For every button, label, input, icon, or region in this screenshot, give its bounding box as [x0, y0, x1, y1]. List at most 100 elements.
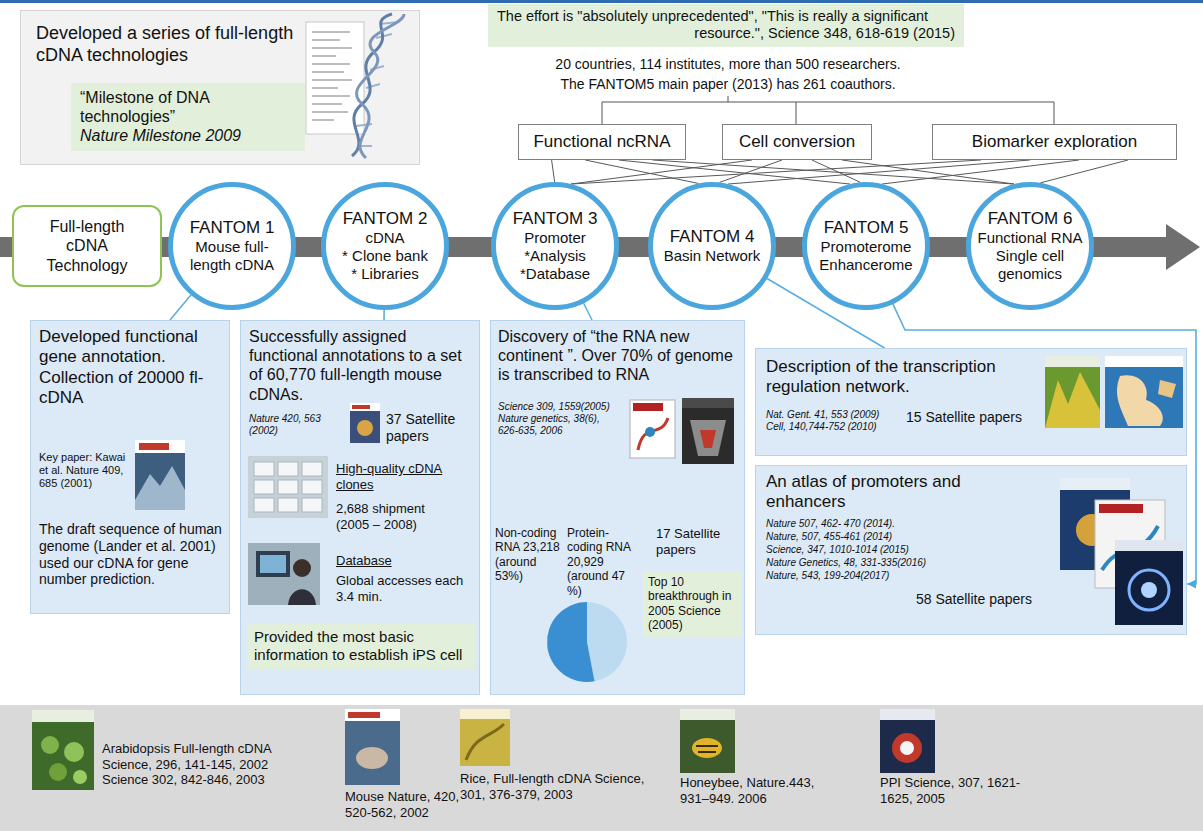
journal-cover: [1105, 356, 1183, 428]
phase-circle: FANTOM 4Basin Network: [648, 182, 776, 310]
phase-topic: * Libraries: [351, 265, 419, 283]
dna-illustration: [356, 22, 398, 146]
reference: Science 309, 1559(2005) Nature genetics,…: [498, 401, 620, 437]
topic-link: [619, 160, 850, 184]
phase-topic: Promoter: [524, 229, 586, 247]
resource-name: High-quality cDNA clones: [336, 461, 478, 492]
journal-cover: [32, 710, 94, 722]
journal-cover: [1099, 504, 1143, 513]
publication-ref: Rice, Full-length cDNA Science, 301, 376…: [460, 771, 650, 802]
journal-cover: [680, 709, 735, 773]
topic-link: [571, 160, 981, 184]
timeline-arrow: [1166, 224, 1200, 270]
dna-illustration: [306, 22, 364, 134]
phase-circle: FANTOM 3Promoter*Analysis*Database: [491, 182, 619, 310]
journal-cover: [680, 709, 735, 773]
dna-illustration: [366, 84, 380, 88]
journal-cover: [32, 710, 94, 790]
dna-illustration: [356, 14, 404, 158]
phase-circle: FANTOM 5PromoteromeEnhancerome: [802, 182, 930, 310]
journal-cover: [1117, 375, 1163, 426]
dna-illustration: [352, 14, 392, 156]
leader-line: [584, 303, 592, 320]
journal-cover: [1095, 500, 1165, 588]
journal-cover: [350, 403, 380, 411]
journal-cover: [692, 738, 722, 758]
dna-illustration: [312, 87, 338, 89]
highlight-box: Provided the most basic information to e…: [247, 623, 475, 669]
clone-photo: [254, 480, 274, 494]
bracket: [602, 96, 1054, 124]
circle-outline: [969, 185, 1092, 308]
journal-cover: [139, 443, 169, 450]
journal-cover: [1095, 500, 1165, 588]
dna-illustration: [306, 14, 404, 158]
topic-name: Functional ncRNA: [527, 132, 677, 152]
journal-cover: [700, 430, 716, 448]
clone-photo: [302, 462, 322, 476]
count-note: The FANTOM5 main paper (2013) has 261 co…: [488, 76, 968, 93]
journal-cover: [696, 746, 718, 752]
phase-topic: Basin Network: [660, 247, 764, 265]
topic-box: Cell conversion: [722, 124, 872, 160]
milestone-source: Nature Milestone 2009: [80, 126, 296, 145]
phase-circle: FANTOM 2cDNA* Clone bank* Libraries: [321, 182, 449, 310]
journal-cover: [900, 741, 914, 755]
dna-illustration: [312, 31, 350, 33]
resource-name: Database: [336, 553, 478, 569]
clone-photo: [302, 480, 322, 494]
phase-name: FANTOM 1: [190, 218, 275, 238]
publication-ref: Honeybee, Nature.443, 931–949. 2006: [680, 775, 835, 806]
milestone-quote: “Milestone of DNA technologies”: [80, 88, 296, 126]
phase-topic: *Database: [520, 265, 590, 283]
journal-cover: [1045, 372, 1100, 428]
phase-topic: Promoterome: [821, 238, 912, 256]
journal-cover: [1060, 478, 1130, 570]
leader-line: [170, 295, 191, 320]
reference: Nature 507, 462- 470 (2014).: [766, 518, 976, 530]
reference: Nature, 507, 455-461 (2014): [766, 531, 976, 543]
journal-cover: [690, 420, 726, 456]
phase-circle: FANTOM 1Mouse full-length cDNA: [168, 182, 296, 310]
journal-cover: [1141, 582, 1157, 598]
journal-cover: [135, 440, 185, 510]
result-panel: Developed functional gene annotation. Co…: [30, 320, 230, 614]
dna-illustration: [312, 47, 352, 49]
reference: Nature Genetics, 48, 331-335(2016): [766, 557, 976, 569]
journal-cover: [892, 733, 922, 763]
journal-cover: [460, 709, 510, 719]
phase-topic: Mouse full-length cDNA: [182, 238, 282, 274]
journal-cover: [1105, 356, 1183, 367]
pie-chart: [547, 602, 627, 682]
journal-cover: [1102, 526, 1158, 570]
topic-link: [571, 160, 752, 184]
journal-cover: [880, 709, 935, 720]
highlight-text: Top 10 breakthrough in 2005 Science (200…: [648, 575, 736, 633]
phase-topic: cDNA: [365, 229, 404, 247]
clone-photo: [278, 480, 298, 494]
dna-illustration: [312, 32, 352, 120]
topic-link: [585, 160, 698, 183]
database-photo: [293, 559, 311, 577]
dna-illustration: [376, 34, 392, 38]
clone-photo: [254, 498, 274, 512]
topic-link: [552, 160, 555, 182]
circle-outline: [805, 185, 928, 308]
dna-illustration: [312, 111, 348, 113]
topic-link: [719, 160, 782, 182]
reference: Nat. Gent. 41, 553 (2009) Cell, 140,744-…: [766, 409, 894, 433]
clone-photo: [302, 498, 322, 512]
journal-cover: [135, 440, 185, 453]
phase-topic: *Analysis: [524, 247, 586, 265]
journal-cover: [352, 405, 370, 409]
database-photo: [288, 589, 316, 605]
database-photo: [256, 551, 290, 577]
journal-cover: [1115, 540, 1183, 625]
technology-box: Full-length cDNA Technology: [12, 205, 162, 287]
result-panel: Description of the transcription regulat…: [755, 348, 1187, 456]
journal-cover: [460, 709, 510, 766]
reference: Nature 420, 563 (2002): [249, 413, 349, 437]
journal-cover: [460, 709, 510, 766]
result-note: The draft sequence of human genome (Land…: [39, 521, 225, 588]
